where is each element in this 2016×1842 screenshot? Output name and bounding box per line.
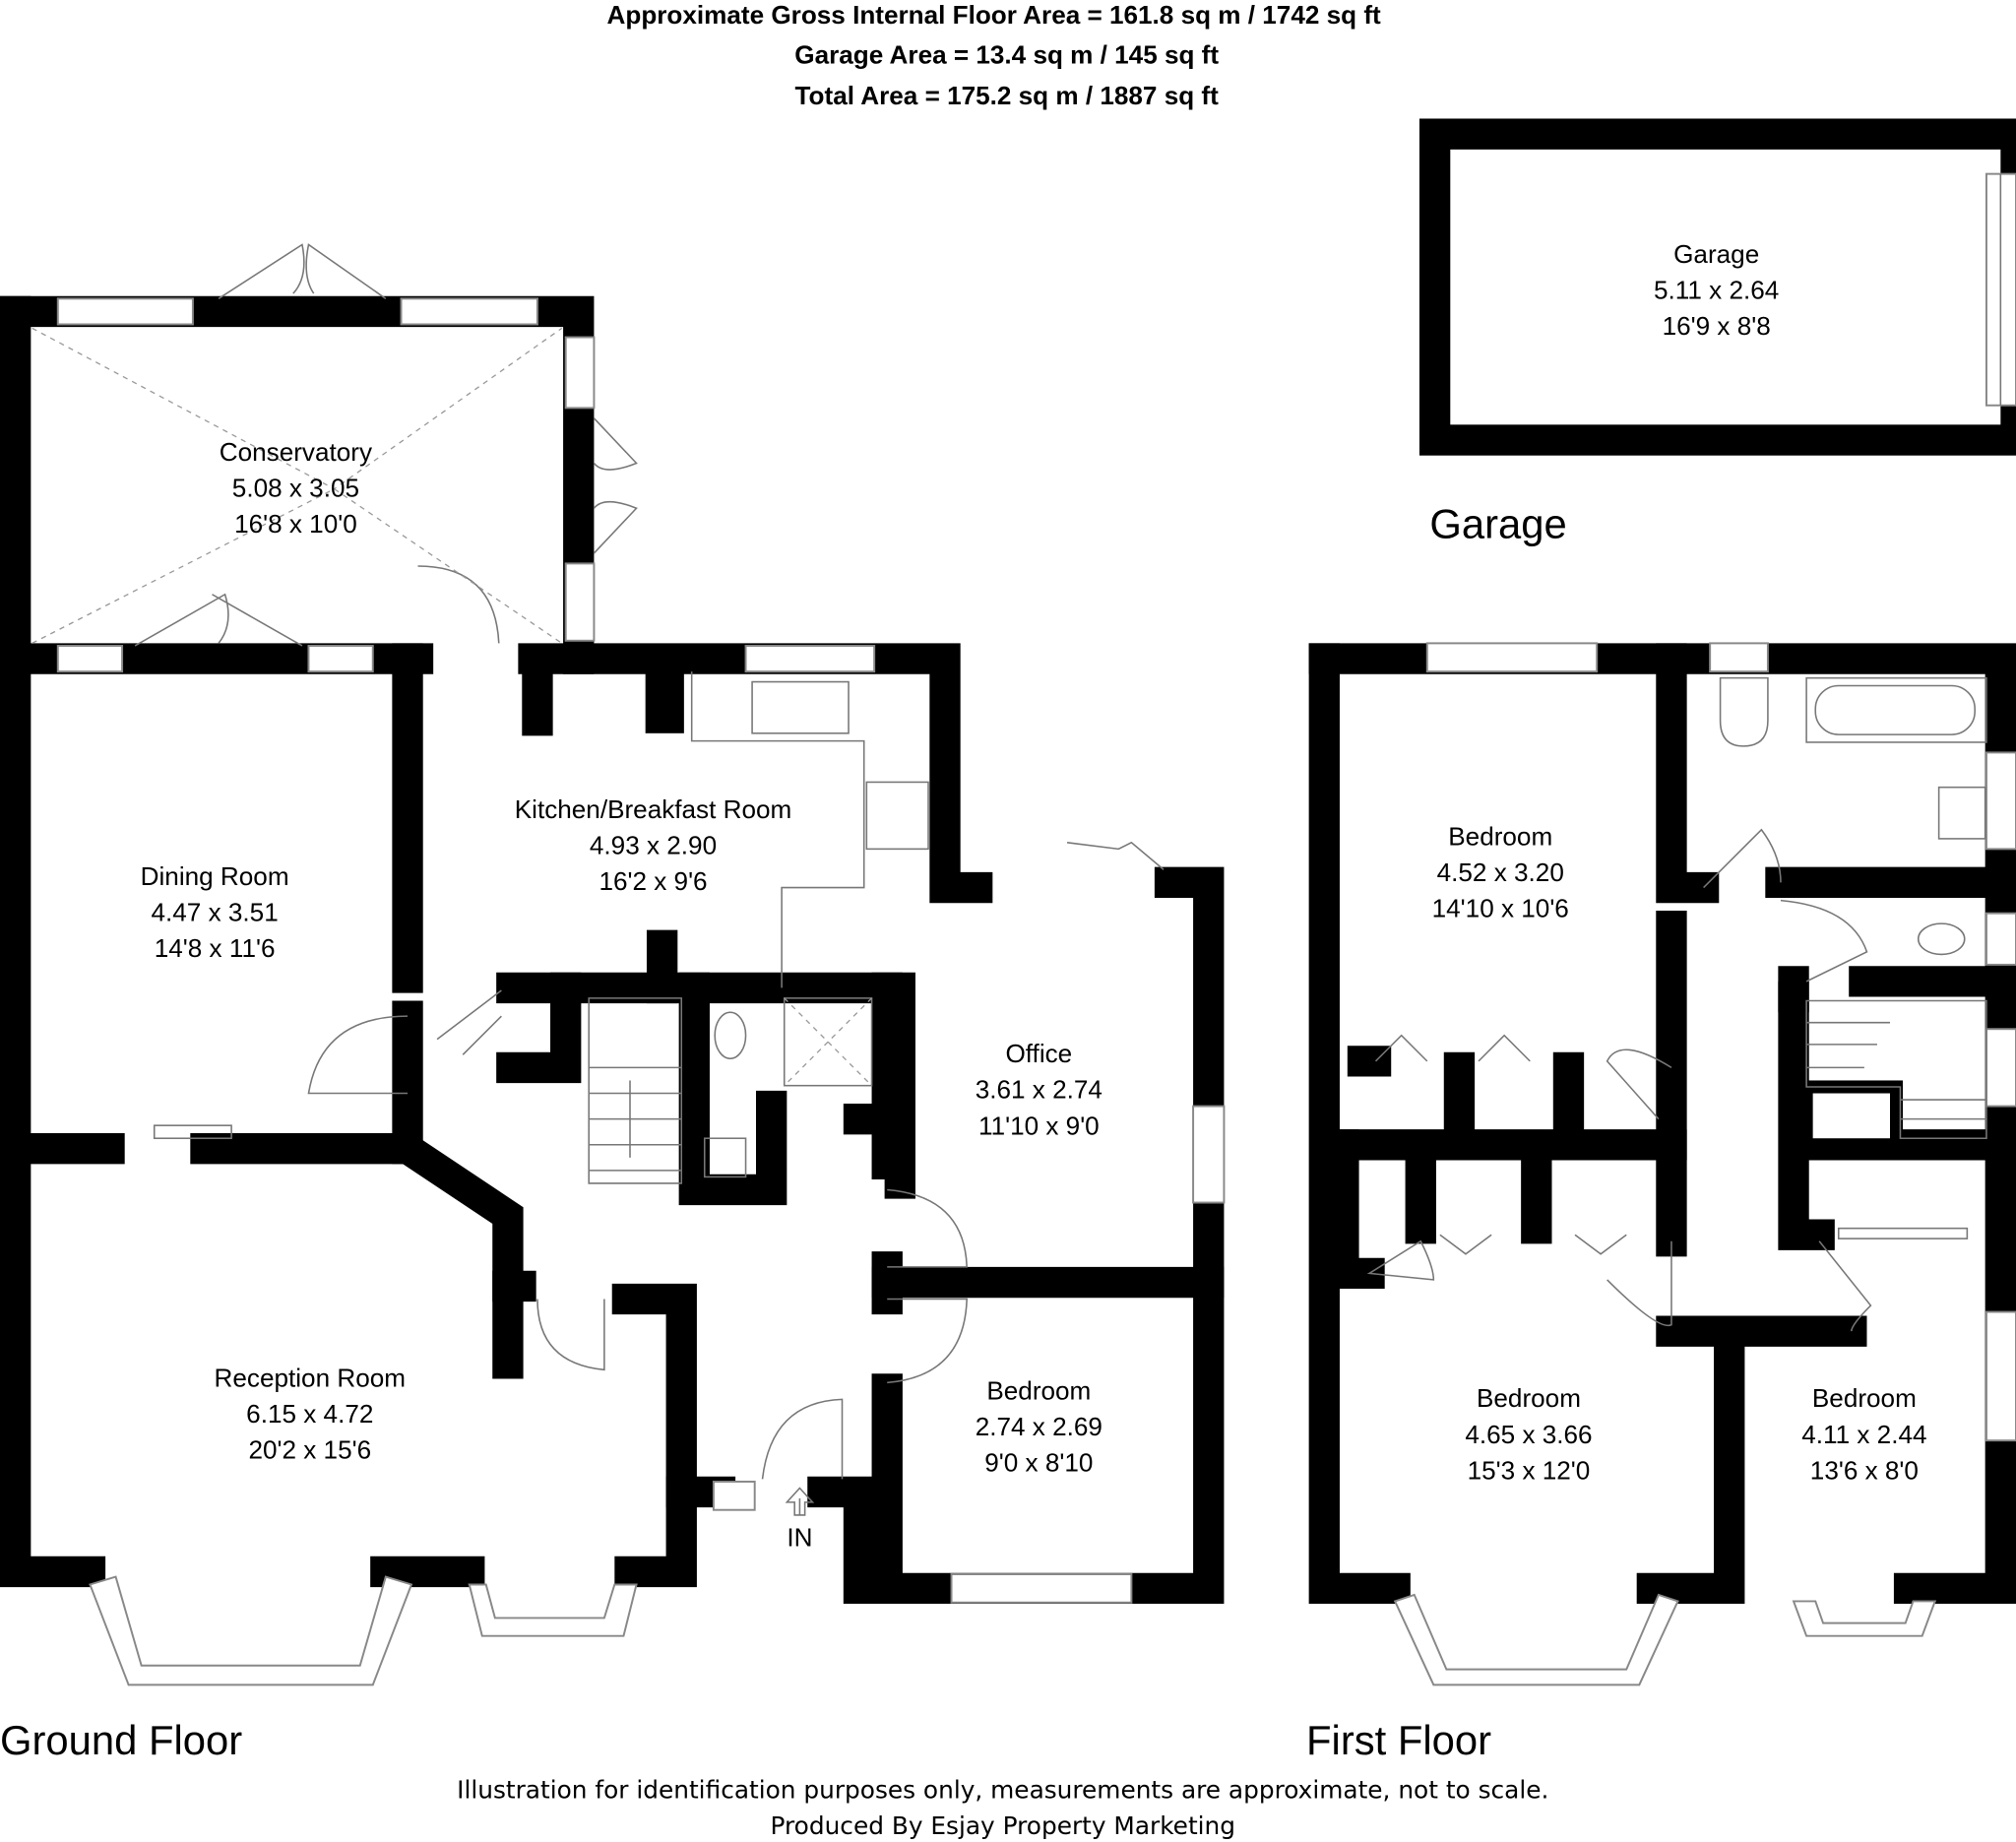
first-floor-label: First Floor	[1306, 1717, 1491, 1763]
garage-area-text: Garage Area = 13.4 sq m / 145 sq ft	[794, 39, 1219, 69]
gross-area-text: Approximate Gross Internal Floor Area = …	[607, 0, 1382, 30]
room-name: Kitchen/Breakfast Room	[515, 794, 792, 824]
total-area-text: Total Area = 175.2 sq m / 1887 sq ft	[795, 81, 1220, 110]
room-first-bedroom-1: Bedroom 4.52 x 3.20 14'10 x 10'6	[1432, 821, 1569, 922]
room-metric: 5.11 x 2.64	[1654, 275, 1779, 304]
producer-credit: Produced By Esjay Property Marketing	[771, 1811, 1236, 1840]
room-imperial: 16'2 x 9'6	[598, 866, 707, 896]
room-garage: Garage 5.11 x 2.64 16'9 x 8'8	[1654, 239, 1779, 341]
room-ground-bedroom: Bedroom 2.74 x 2.69 9'0 x 8'10	[976, 1375, 1102, 1477]
room-imperial: 9'0 x 8'10	[984, 1448, 1093, 1478]
first-floor-plan	[1308, 642, 2016, 1686]
room-imperial: 15'3 x 12'0	[1468, 1455, 1591, 1485]
room-imperial: 11'10 x 9'0	[978, 1111, 1100, 1140]
entrance-label: IN	[787, 1522, 812, 1552]
ground-floor-label: Ground Floor	[0, 1717, 242, 1763]
room-name: Office	[1005, 1039, 1072, 1068]
room-office: Office 3.61 x 2.74 11'10 x 9'0	[976, 1039, 1102, 1140]
room-first-bedroom-2: Bedroom 4.65 x 3.66 15'3 x 12'0	[1465, 1383, 1592, 1485]
room-first-bedroom-3: Bedroom 4.11 x 2.44 13'6 x 8'0	[1801, 1383, 1926, 1485]
room-imperial: 16'8 x 10'0	[234, 509, 357, 539]
room-metric: 3.61 x 2.74	[976, 1075, 1102, 1105]
room-imperial: 16'9 x 8'8	[1663, 311, 1771, 341]
room-metric: 5.08 x 3.05	[232, 473, 359, 502]
room-imperial: 13'6 x 8'0	[1810, 1455, 1919, 1485]
room-metric: 4.11 x 2.44	[1801, 1420, 1926, 1449]
room-metric: 4.52 x 3.20	[1437, 857, 1564, 887]
room-imperial: 14'10 x 10'6	[1432, 894, 1569, 923]
ground-floor-plan	[0, 243, 1226, 1686]
room-metric: 4.93 x 2.90	[590, 831, 717, 860]
room-dining-room: Dining Room 4.47 x 3.51 14'8 x 11'6	[141, 861, 289, 963]
room-conservatory: Conservatory 5.08 x 3.05 16'8 x 10'0	[220, 437, 372, 539]
room-imperial: 20'2 x 15'6	[248, 1434, 371, 1464]
room-name: Dining Room	[141, 861, 289, 891]
room-name: Bedroom	[1448, 821, 1552, 851]
room-name: Conservatory	[220, 437, 372, 467]
room-metric: 4.65 x 3.66	[1465, 1420, 1592, 1449]
room-metric: 4.47 x 3.51	[152, 898, 279, 927]
garage-label: Garage	[1429, 500, 1566, 546]
room-name: Bedroom	[986, 1375, 1091, 1405]
room-metric: 6.15 x 4.72	[246, 1399, 373, 1429]
room-name: Bedroom	[1477, 1383, 1581, 1413]
room-metric: 2.74 x 2.69	[976, 1412, 1102, 1441]
disclaimer: Illustration for identification purposes…	[457, 1775, 1548, 1804]
room-reception: Reception Room 6.15 x 4.72 20'2 x 15'6	[215, 1363, 406, 1464]
room-name: Reception Room	[215, 1363, 406, 1392]
room-name: Bedroom	[1812, 1383, 1917, 1413]
room-kitchen: Kitchen/Breakfast Room 4.93 x 2.90 16'2 …	[515, 794, 792, 896]
room-imperial: 14'8 x 11'6	[155, 933, 276, 963]
room-name: Garage	[1673, 239, 1759, 269]
